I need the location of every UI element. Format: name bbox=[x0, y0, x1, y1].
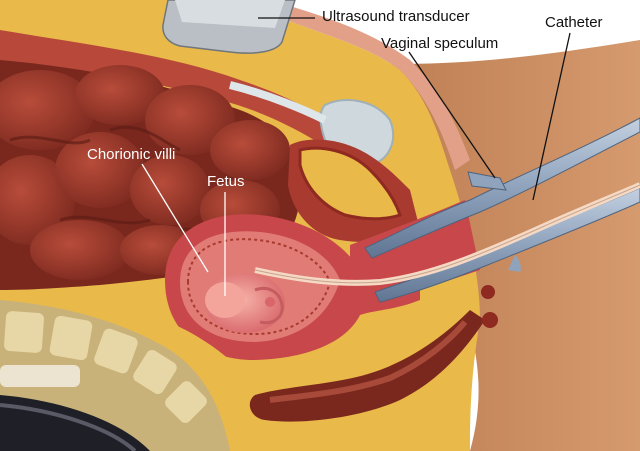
label-fetus: Fetus bbox=[207, 173, 245, 190]
vertebral-column bbox=[0, 300, 230, 451]
rectum bbox=[249, 285, 498, 422]
abdominal-muscle bbox=[0, 30, 350, 150]
peritoneum-line bbox=[229, 81, 327, 124]
label-vaginal-speculum: Vaginal speculum bbox=[381, 35, 499, 52]
urethra-region bbox=[298, 146, 402, 221]
ultrasound-transducer-icon bbox=[162, 0, 296, 54]
label-catheter: Catheter bbox=[545, 14, 603, 31]
leader-lines-light bbox=[141, 163, 226, 296]
label-ultrasound-transducer: Ultrasound transducer bbox=[322, 8, 470, 25]
fetus-figure bbox=[205, 273, 285, 333]
leader-lines bbox=[258, 17, 571, 201]
label-chorionic-villi: Chorionic villi bbox=[87, 146, 176, 163]
abdominal-skin-edge bbox=[240, 0, 470, 170]
catheter-icon bbox=[254, 182, 640, 286]
